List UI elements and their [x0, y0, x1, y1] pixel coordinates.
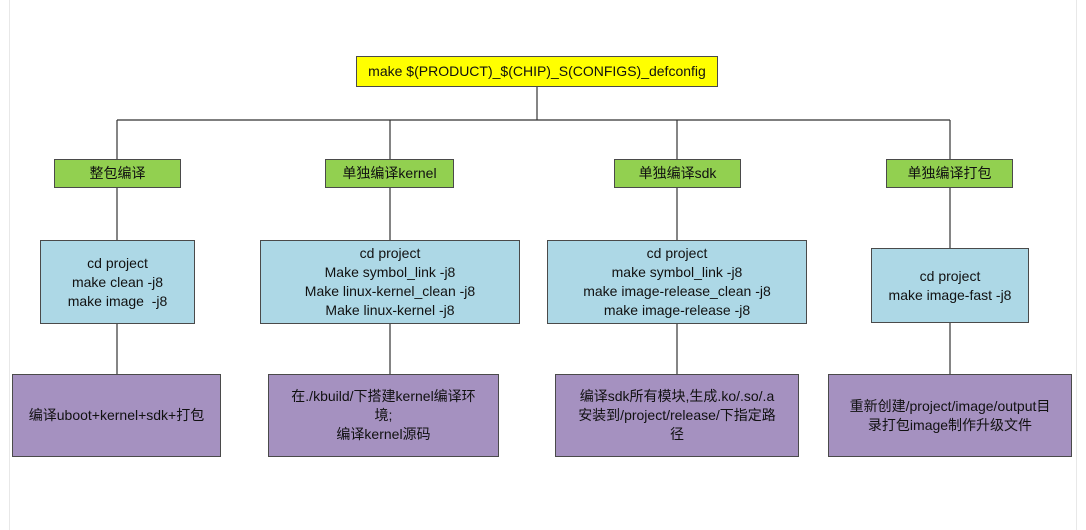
description-line: 重新创建/project/image/output目 — [849, 397, 1051, 414]
branch-label: 单独编译sdk — [638, 165, 717, 181]
description-box-full-build: 编译uboot+kernel+sdk+打包 — [12, 374, 221, 457]
command-line: make image -j8 — [67, 292, 168, 309]
branch-node-sdk-build: 单独编译sdk — [614, 159, 741, 188]
command-box-sdk-build: cd project make symbol_link -j8 make ima… — [547, 240, 807, 324]
description-line: 在./kbuild/下搭建kernel编译环 — [291, 388, 476, 404]
command-line: Make symbol_link -j8 — [324, 264, 456, 280]
branch-node-package-build: 单独编译打包 — [886, 159, 1013, 188]
description-line: 安装到/project/release/下指定路 — [578, 407, 776, 423]
command-line: make image-release_clean -j8 — [583, 283, 771, 299]
command-line: cd project — [359, 245, 421, 261]
branch-label: 整包编译 — [89, 165, 146, 181]
branch-label: 单独编译打包 — [907, 165, 992, 181]
command-box-kernel-build: cd project Make symbol_link -j8 Make lin… — [260, 240, 520, 324]
description-box-package-build: 重新创建/project/image/output目 录打包image制作升级文… — [828, 374, 1072, 457]
branch-node-full-build: 整包编译 — [54, 159, 181, 188]
frame-left-border — [9, 0, 10, 530]
branch-node-kernel-build: 单独编译kernel — [325, 159, 454, 188]
description-line: 编译sdk所有模块,生成.ko/.so/.a — [579, 388, 775, 404]
command-line: cd project — [646, 245, 708, 261]
command-box-full-build: cd project make clean -j8 make image -j8 — [40, 240, 195, 324]
command-box-package-build: cd project make image-fast -j8 — [871, 248, 1029, 323]
command-line: make symbol_link -j8 — [611, 264, 743, 280]
root-label: make $(PRODUCT)_$(CHIP)_S(CONFIGS)_defco… — [368, 63, 706, 79]
command-line: make image-fast -j8 — [888, 286, 1012, 303]
description-box-kernel-build: 在./kbuild/下搭建kernel编译环 境; 编译kernel源码 — [268, 374, 499, 457]
command-line: make image-release -j8 — [603, 302, 751, 318]
command-line: Make linux-kernel_clean -j8 — [304, 283, 476, 299]
frame-right-border — [1076, 0, 1077, 530]
command-line: make clean -j8 — [71, 273, 164, 290]
description-line: 境; — [374, 407, 393, 423]
branch-label: 单独编译kernel — [342, 165, 437, 181]
description-line: 编译kernel源码 — [336, 426, 431, 442]
root-node: make $(PRODUCT)_$(CHIP)_S(CONFIGS)_defco… — [356, 56, 718, 87]
description-box-sdk-build: 编译sdk所有模块,生成.ko/.so/.a 安装到/project/relea… — [555, 374, 799, 457]
command-line: Make linux-kernel -j8 — [325, 302, 455, 318]
command-line: cd project — [919, 267, 981, 284]
description-line: 编译uboot+kernel+sdk+打包 — [28, 407, 205, 423]
description-line: 录打包image制作升级文件 — [867, 416, 1033, 433]
description-line: 径 — [669, 426, 684, 442]
command-line: cd project — [87, 254, 148, 271]
